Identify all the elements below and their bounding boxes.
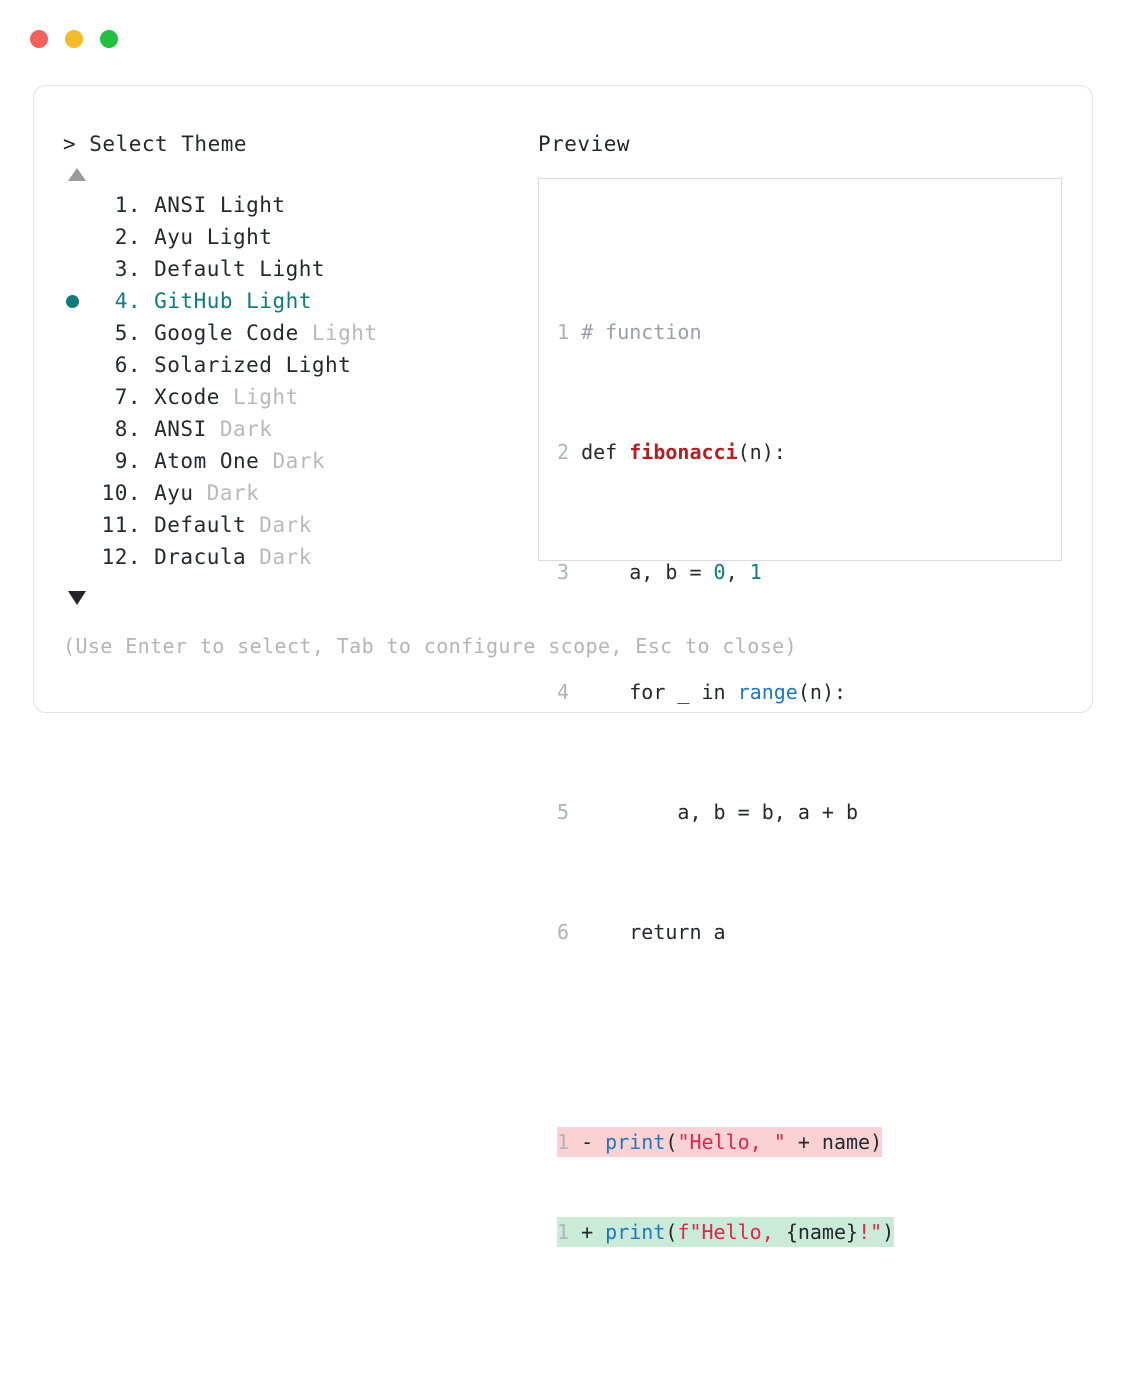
preview-pane: Preview 1 # function 2 def fibonacci(n):… bbox=[538, 132, 1068, 1247]
code-line-5: 5 a, b = b, a + b bbox=[557, 800, 859, 824]
theme-item-number: 9. bbox=[114, 449, 141, 473]
theme-item-number: 7. bbox=[114, 385, 141, 409]
window-controls bbox=[30, 30, 118, 48]
theme-item-variant: Dark bbox=[246, 513, 312, 537]
code-line-2: 2 def fibonacci(n): bbox=[557, 440, 786, 464]
theme-item-variant: Dark bbox=[206, 417, 273, 441]
diff-block: 1 - print("Hello, " + name) 1 + print(f"… bbox=[557, 1067, 1061, 1307]
theme-item-number: 12. bbox=[101, 545, 141, 569]
theme-item-variant: Light bbox=[298, 321, 378, 345]
theme-item-name: Dracula bbox=[141, 545, 247, 569]
code-line-1: 1 # function bbox=[557, 320, 702, 344]
selected-bullet-icon bbox=[66, 295, 79, 308]
theme-list-item[interactable]: 7. Xcode Light bbox=[63, 385, 523, 417]
code-line-3: 3 a, b = 0, 1 bbox=[557, 560, 762, 584]
theme-item-number: 6. bbox=[114, 353, 141, 377]
theme-item-name: Default bbox=[141, 513, 247, 537]
preview-box: 1 # function 2 def fibonacci(n): 3 a, b … bbox=[538, 178, 1062, 1247]
theme-item-number: 3. bbox=[114, 257, 141, 281]
theme-list-item[interactable]: 12. Dracula Dark bbox=[63, 545, 523, 577]
theme-item-variant: Light bbox=[219, 385, 299, 409]
theme-list-item[interactable]: 5. Google Code Light bbox=[63, 321, 523, 353]
theme-item-number: 8. bbox=[114, 417, 141, 441]
theme-list-item[interactable]: 9. Atom One Dark bbox=[63, 449, 523, 481]
preview-label: Preview bbox=[538, 132, 631, 156]
theme-item-variant: Light bbox=[233, 289, 312, 313]
maximize-button[interactable] bbox=[100, 30, 118, 48]
theme-item-name: ANSI bbox=[141, 193, 207, 217]
theme-list-item[interactable]: 11. Default Dark bbox=[63, 513, 523, 545]
theme-item-variant: Light bbox=[206, 193, 286, 217]
theme-list-item[interactable]: 3. Default Light bbox=[63, 257, 523, 289]
theme-item-number: 11. bbox=[101, 513, 141, 537]
minimize-button[interactable] bbox=[65, 30, 83, 48]
theme-item-name: ANSI bbox=[141, 417, 207, 441]
theme-list-item[interactable]: 4. GitHub Light bbox=[63, 289, 523, 321]
theme-item-name: Xcode bbox=[141, 385, 220, 409]
theme-item-number: 5. bbox=[114, 321, 141, 345]
code-sample: 1 # function 2 def fibonacci(n): 3 a, b … bbox=[557, 227, 1061, 1397]
theme-list-item[interactable]: 1. ANSI Light bbox=[63, 193, 523, 225]
theme-list-item[interactable]: 2. Ayu Light bbox=[63, 225, 523, 257]
theme-item-variant: Dark bbox=[246, 545, 312, 569]
theme-item-name: Atom One bbox=[141, 449, 260, 473]
selection-bullet-cell bbox=[63, 295, 93, 308]
theme-list-item[interactable]: 8. ANSI Dark bbox=[63, 417, 523, 449]
theme-list-item[interactable]: 10. Ayu Dark bbox=[63, 481, 523, 513]
scroll-up-icon[interactable] bbox=[68, 168, 86, 181]
theme-item-variant: Dark bbox=[259, 449, 326, 473]
theme-item-number: 1. bbox=[114, 193, 141, 217]
theme-item-name: Ayu bbox=[141, 481, 194, 505]
theme-item-name: Solarized bbox=[141, 353, 273, 377]
theme-item-number: 2. bbox=[114, 225, 141, 249]
prompt-label: > Select Theme bbox=[63, 132, 248, 156]
theme-item-name: Google Code bbox=[141, 321, 299, 345]
diff-added-line: 1 + print(f"Hello, {name}!") bbox=[557, 1217, 895, 1247]
keyboard-hint: (Use Enter to select, Tab to configure s… bbox=[63, 634, 798, 658]
theme-list-item[interactable]: 6. Solarized Light bbox=[63, 353, 523, 385]
theme-item-variant: Dark bbox=[193, 481, 260, 505]
diff-removed-line: 1 - print("Hello, " + name) bbox=[557, 1127, 883, 1157]
theme-item-variant: Light bbox=[272, 353, 352, 377]
theme-item-name: Ayu bbox=[141, 225, 194, 249]
code-line-6: 6 return a bbox=[557, 920, 726, 944]
theme-item-number: 4. bbox=[114, 289, 141, 313]
close-button[interactable] bbox=[30, 30, 48, 48]
code-line-4: 4 for _ in range(n): bbox=[557, 680, 847, 704]
theme-item-variant: Light bbox=[246, 257, 326, 281]
theme-item-name: GitHub bbox=[141, 289, 234, 313]
theme-item-number: 10. bbox=[101, 481, 141, 505]
scroll-down-icon[interactable] bbox=[68, 591, 86, 605]
theme-item-name: Default bbox=[141, 257, 247, 281]
theme-item-variant: Light bbox=[193, 225, 273, 249]
